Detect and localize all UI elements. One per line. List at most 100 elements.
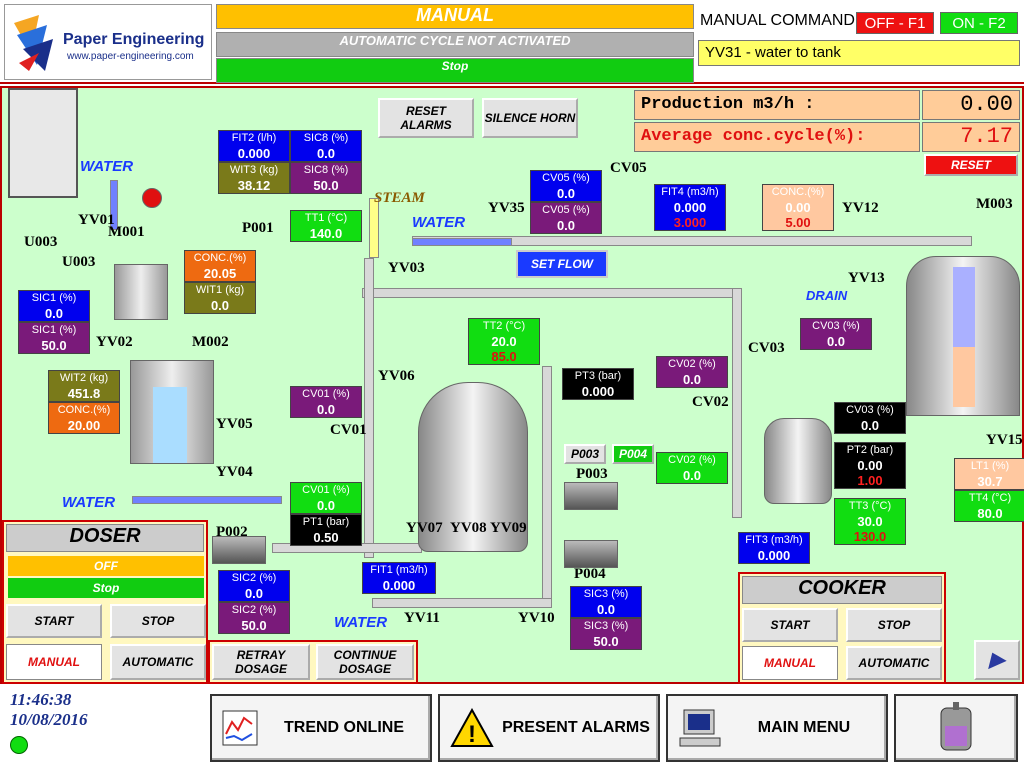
cooker-stop-button[interactable]: STOP: [846, 608, 942, 642]
dosage-panel: RETRAY DOSAGE CONTINUE DOSAGE: [208, 640, 418, 684]
cv01a-box: CV01 (%)0.0: [290, 386, 362, 418]
doser-start-button[interactable]: START: [6, 604, 102, 638]
doser-stop-button[interactable]: STOP: [110, 604, 206, 638]
label-cv03: CV03: [748, 340, 785, 356]
next-page-button[interactable]: ▶: [974, 640, 1020, 680]
label-m002: M002: [192, 334, 229, 350]
p003-button[interactable]: P003: [564, 444, 606, 464]
pipe-steam-vertical: [364, 258, 374, 558]
label-water4: WATER: [334, 614, 388, 631]
continue-dosage-button[interactable]: CONTINUE DOSAGE: [316, 644, 414, 680]
main-menu-button[interactable]: MAIN MENU: [666, 694, 888, 762]
tt4-box: TT4 (°C)80.0: [954, 490, 1024, 522]
doser-title: DOSER: [6, 524, 204, 552]
off-f1-button[interactable]: OFF - F1: [856, 12, 934, 34]
tank-m003: [906, 256, 1020, 416]
cv02b-box: CV02 (%)0.0: [656, 452, 728, 484]
fit2-box: FIT2 (l/h)0.000: [218, 130, 290, 162]
label-yv09: YV09: [490, 520, 527, 536]
cv01b-box: CV01 (%)0.0: [290, 482, 362, 514]
label-yv03: YV03: [388, 260, 425, 276]
label-cv01: CV01: [330, 422, 367, 438]
label-cv02: CV02: [692, 394, 729, 410]
cooker-automatic-button[interactable]: AUTOMATIC: [846, 646, 942, 680]
tank-m001: [114, 264, 168, 320]
sic2a-box: SIC2 (%)0.0: [218, 570, 290, 602]
silence-horn-button[interactable]: SILENCE HORN: [482, 98, 578, 138]
reactor-icon: [940, 702, 972, 751]
label-yv02: YV02: [96, 334, 133, 350]
label-p001: P001: [242, 220, 274, 236]
label-yv06: YV06: [378, 368, 415, 384]
label-u003b: U003: [62, 254, 96, 270]
cv03a-box: CV03 (%)0.0: [800, 318, 872, 350]
process-view-button[interactable]: [894, 694, 1018, 762]
label-cv05: CV05: [610, 160, 647, 176]
doser-panel: DOSER OFF Stop START STOP MANUAL AUTOMAT…: [2, 520, 208, 684]
pipe-return: [542, 366, 552, 606]
cv02a-box: CV02 (%)0.0: [656, 356, 728, 388]
sic1a-box: SIC1 (%)0.0: [18, 290, 90, 322]
cooker-manual-button[interactable]: MANUAL: [742, 646, 838, 680]
status-led: [10, 736, 28, 754]
cv03b-box: CV03 (%)0.0: [834, 402, 906, 434]
label-water1: WATER: [80, 158, 134, 175]
reset-alarms-button[interactable]: RESET ALARMS: [378, 98, 474, 138]
pipe-water-left: [132, 496, 282, 504]
on-f2-button[interactable]: ON - F2: [940, 12, 1018, 34]
lt1-box: LT1 (%)30.7: [954, 458, 1024, 490]
play-arrow-icon: ▶: [989, 649, 1005, 671]
manual-command-label: MANUAL COMMAND: [700, 12, 855, 29]
reset-button[interactable]: RESET: [924, 154, 1018, 176]
mode-indicator: MANUAL: [216, 4, 694, 29]
pipe-steam: [369, 198, 379, 258]
p004-button[interactable]: P004: [612, 444, 654, 464]
pump-p002: [212, 536, 266, 564]
doser-state: OFF: [8, 556, 204, 576]
cooker-title: COOKER: [742, 576, 942, 604]
cooker-start-button[interactable]: START: [742, 608, 838, 642]
pump-p003: [564, 482, 618, 510]
reactor-tank: [418, 382, 528, 552]
pipe-water-m001: [110, 180, 118, 230]
label-yv35: YV35: [488, 200, 525, 216]
label-steam: STEAM: [374, 190, 425, 206]
trend-online-label: TREND ONLINE: [284, 719, 404, 736]
label-yv07: YV07: [406, 520, 443, 536]
main-menu-label: MAIN MENU: [757, 719, 851, 736]
sic3a-box: SIC3 (%)0.0: [570, 586, 642, 618]
label-yv04: YV04: [216, 464, 253, 480]
conc1-box: CONC.(%)20.05: [184, 250, 256, 282]
label-water2: WATER: [412, 214, 466, 231]
avg-conc-value: 7.17: [922, 122, 1020, 152]
present-alarms-label: PRESENT ALARMS: [502, 719, 650, 736]
label-water3: WATER: [62, 494, 116, 511]
production-value: 0.00: [922, 90, 1020, 120]
pt1-box: PT1 (bar)0.50: [290, 514, 362, 546]
retray-dosage-button[interactable]: RETRAY DOSAGE: [212, 644, 310, 680]
tt1-box: TT1 (°C)140.0: [290, 210, 362, 242]
trend-chart-icon: [222, 710, 258, 746]
brand-name: Paper Engineering: [63, 31, 205, 48]
label-yv15: YV15: [986, 432, 1023, 448]
header-bar: Paper Engineering www.paper-engineering.…: [0, 0, 1024, 84]
sic8b-box: SIC8 (%)50.0: [290, 162, 362, 194]
production-label: Production m3/h :: [634, 90, 920, 120]
label-yv10: YV10: [518, 610, 555, 626]
label-drain: DRAIN: [806, 288, 848, 303]
doser-automatic-button[interactable]: AUTOMATIC: [110, 644, 206, 680]
computer-icon: [679, 709, 721, 747]
present-alarms-button[interactable]: ! PRESENT ALARMS: [438, 694, 660, 762]
wit2-box: WIT2 (kg)451.8: [48, 370, 120, 402]
pipe-water-top: [412, 238, 512, 246]
sic2b-box: SIC2 (%)50.0: [218, 602, 290, 634]
fit3-box: FIT3 (m3/h)0.000: [738, 532, 810, 564]
stop-status: Stop: [216, 58, 694, 83]
wit1-box: WIT1 (kg)0.0: [184, 282, 256, 314]
set-flow-button[interactable]: SET FLOW: [516, 250, 608, 278]
doser-manual-button[interactable]: MANUAL: [6, 644, 102, 680]
sic8a-box: SIC8 (%)0.0: [290, 130, 362, 162]
trend-online-button[interactable]: TREND ONLINE: [210, 694, 432, 762]
brand-website: www.paper-engineering.com: [67, 51, 194, 62]
